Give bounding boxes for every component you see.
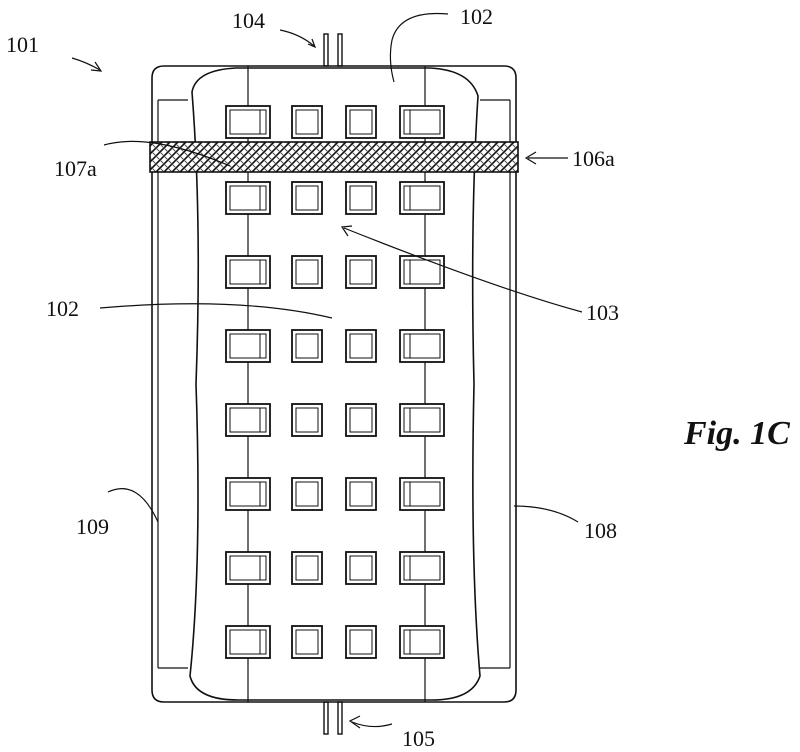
grid-cell	[225, 403, 271, 437]
grid-cell	[225, 477, 271, 511]
grid-cell	[291, 625, 323, 659]
grid-cell	[399, 403, 445, 437]
grid-cell	[345, 329, 377, 363]
label-106a: 106a	[572, 146, 615, 171]
cell-grid	[225, 105, 445, 659]
top-connector	[323, 33, 343, 67]
grid-cell	[225, 105, 271, 139]
grid-cell	[291, 477, 323, 511]
grid-cell	[399, 329, 445, 363]
grid-cell	[399, 255, 445, 289]
absorbent-core	[189, 67, 481, 701]
grid-cell	[225, 255, 271, 289]
grid-cell	[399, 551, 445, 585]
grid-cell	[345, 625, 377, 659]
label-104: 104	[232, 8, 265, 33]
grid-cell	[345, 255, 377, 289]
grid-cell	[345, 477, 377, 511]
grid-cell	[291, 105, 323, 139]
grid-cell	[399, 181, 445, 215]
grid-cell	[291, 329, 323, 363]
grid-cell	[225, 329, 271, 363]
label-105: 105	[402, 726, 435, 751]
grid-cell	[291, 551, 323, 585]
leader-lines	[71, 12, 583, 729]
grid-cell	[291, 181, 323, 215]
label-108: 108	[584, 518, 617, 543]
grid-cell	[399, 477, 445, 511]
grid-cell	[291, 255, 323, 289]
grid-cell	[399, 105, 445, 139]
label-107a: 107a	[54, 156, 97, 181]
grid-cell	[225, 181, 271, 215]
band-106a	[149, 141, 519, 173]
label-101: 101	[6, 32, 39, 57]
bottom-connector	[323, 701, 343, 735]
grid-cell	[399, 625, 445, 659]
grid-cell	[225, 551, 271, 585]
grid-cell	[291, 403, 323, 437]
outer-pad	[151, 65, 517, 703]
label-109: 109	[76, 514, 109, 539]
label-103: 103	[586, 300, 619, 325]
figure-caption: Fig. 1C	[683, 415, 790, 452]
grid-cell	[345, 403, 377, 437]
label-102-mid: 102	[46, 296, 79, 321]
grid-cell	[345, 105, 377, 139]
grid-cell	[345, 181, 377, 215]
grid-cell	[225, 625, 271, 659]
grid-cell	[345, 551, 377, 585]
label-102-top: 102	[460, 4, 493, 29]
